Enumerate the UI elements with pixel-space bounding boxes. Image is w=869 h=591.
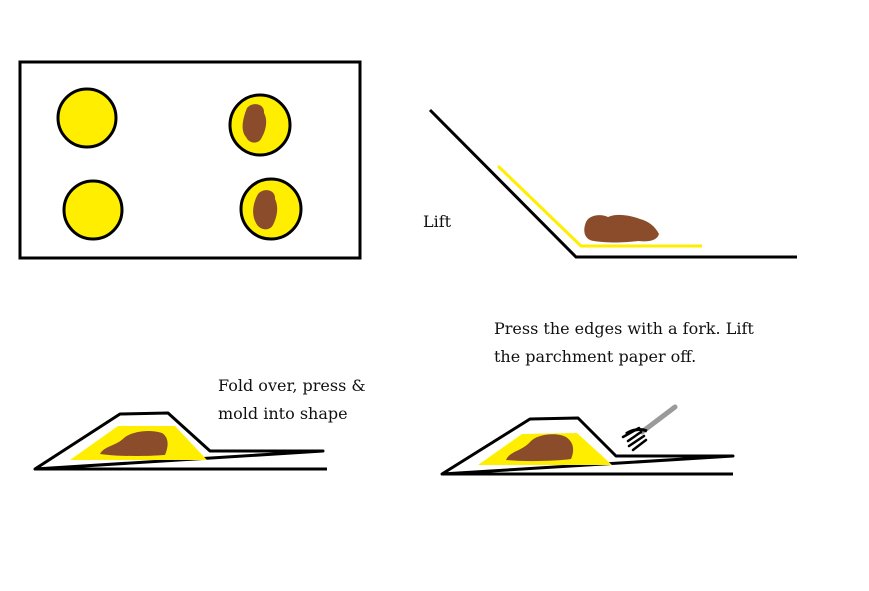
step4-crimp-panel xyxy=(440,404,735,476)
fork-icon xyxy=(621,404,678,452)
filling-blob-top xyxy=(242,104,267,143)
step1-tray-panel xyxy=(18,60,362,260)
dough-lifted-line xyxy=(496,164,702,248)
filling-blob-bottom xyxy=(253,190,278,230)
step2-lift-panel xyxy=(428,108,797,259)
folded-parchment-outline xyxy=(33,411,325,471)
folded-filling xyxy=(100,430,168,456)
crimped-parchment-outline xyxy=(440,416,735,476)
step3-fold-panel xyxy=(33,411,327,471)
dough-round-empty-bottom xyxy=(62,179,124,241)
filling-row xyxy=(584,214,659,243)
crimped-filling xyxy=(506,434,574,462)
dough-round-empty-top xyxy=(56,87,118,149)
step2-caption: Lift xyxy=(423,212,452,231)
parchment-lifted-line xyxy=(428,108,797,259)
step4-caption: Press the edges with a fork. Lift the pa… xyxy=(494,319,754,366)
step3-caption: Fold over, press & mold into shape xyxy=(218,376,366,423)
